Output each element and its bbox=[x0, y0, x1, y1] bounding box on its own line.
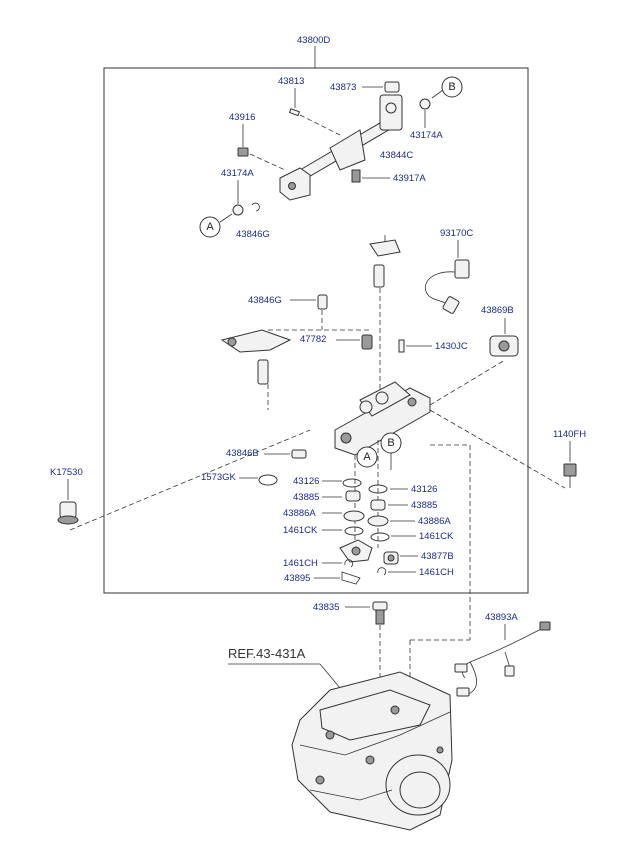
label-43126-right[interactable]: 43126 bbox=[411, 484, 437, 495]
shift-shaft-43844C bbox=[299, 94, 403, 179]
label-1461CH-left[interactable]: 1461CH bbox=[283, 558, 318, 569]
bushing-43174A-left bbox=[232, 204, 244, 216]
detent-43877B bbox=[383, 551, 399, 565]
clip-43873 bbox=[384, 81, 400, 93]
transmission-case bbox=[291, 671, 453, 831]
oring-1573GK bbox=[258, 474, 278, 486]
ring-43126-left bbox=[342, 478, 362, 488]
label-1461CK-left[interactable]: 1461CK bbox=[283, 525, 318, 536]
switch-43869B bbox=[489, 335, 519, 357]
bushing-43174A-top bbox=[419, 98, 431, 110]
ring-43126-right bbox=[368, 484, 388, 494]
washer-43886A-right bbox=[367, 515, 389, 527]
clip-1461CH-right bbox=[377, 567, 387, 576]
seal-43885-left bbox=[345, 490, 361, 502]
label-43126-left[interactable]: 43126 bbox=[293, 476, 319, 487]
label-K17530[interactable]: K17530 bbox=[50, 467, 83, 478]
harness-43893A bbox=[454, 621, 551, 697]
label-43886A-right[interactable]: 43886A bbox=[418, 516, 451, 527]
label-1573GK[interactable]: 1573GK bbox=[201, 472, 237, 483]
label-1430JC[interactable]: 1430JC bbox=[435, 341, 468, 352]
callout-a-mid-text: A bbox=[363, 451, 371, 463]
label-43846G-mid[interactable]: 43846G bbox=[248, 295, 282, 306]
bolt-43917A bbox=[351, 169, 361, 183]
pin-43813 bbox=[288, 108, 301, 117]
label-43885-right[interactable]: 43885 bbox=[411, 500, 437, 511]
clip-1461CH-left bbox=[344, 559, 354, 568]
label-43813[interactable]: 43813 bbox=[278, 76, 304, 87]
label-1461CH-right[interactable]: 1461CH bbox=[419, 567, 454, 578]
label-1461CK-right[interactable]: 1461CK bbox=[419, 531, 454, 542]
label-43895[interactable]: 43895 bbox=[284, 573, 310, 584]
label-43877B[interactable]: 43877B bbox=[421, 551, 454, 562]
label-43844C[interactable]: 43844C bbox=[380, 150, 413, 161]
label-43916[interactable]: 43916 bbox=[229, 112, 255, 123]
clip-1461CK-left bbox=[344, 526, 364, 536]
label-43174A-left[interactable]: 43174A bbox=[221, 168, 254, 179]
plug-43846G-mid bbox=[317, 294, 328, 310]
plate-43895 bbox=[341, 571, 361, 585]
pin-1430JC bbox=[398, 339, 405, 353]
ref-label[interactable]: REF.43-431A bbox=[228, 646, 306, 661]
label-47782[interactable]: 47782 bbox=[300, 334, 326, 345]
sensor-93170C bbox=[424, 259, 470, 314]
damper-K17530 bbox=[57, 501, 79, 525]
callout-a-top-text: A bbox=[206, 221, 214, 233]
label-43174A-top[interactable]: 43174A bbox=[410, 130, 443, 141]
seal-43885-right bbox=[370, 499, 386, 511]
label-1140FH[interactable]: 1140FH bbox=[553, 429, 586, 440]
snap-ring-left bbox=[251, 202, 260, 212]
label-43869B[interactable]: 43869B bbox=[481, 305, 514, 316]
detent-body bbox=[339, 539, 373, 563]
lever-lower bbox=[220, 329, 292, 385]
plug-43835 bbox=[372, 601, 388, 625]
assembly-frame bbox=[103, 67, 529, 594]
bolt-1140FH bbox=[563, 463, 577, 477]
callout-b-mid-text: B bbox=[387, 437, 394, 449]
label-93170C[interactable]: 93170C bbox=[440, 228, 473, 239]
label-43873[interactable]: 43873 bbox=[330, 82, 356, 93]
callout-b-top bbox=[441, 76, 463, 98]
plug-43846B bbox=[291, 449, 307, 459]
washer-43886A-left bbox=[343, 510, 365, 522]
label-43885-left[interactable]: 43885 bbox=[293, 492, 319, 503]
label-43846G-top[interactable]: 43846G bbox=[236, 229, 270, 240]
plug-47782 bbox=[361, 334, 373, 350]
shift-housing bbox=[334, 381, 431, 456]
label-43835[interactable]: 43835 bbox=[313, 602, 339, 613]
label-43800D[interactable]: 43800D bbox=[297, 35, 330, 46]
callout-b-top-text: B bbox=[448, 81, 455, 93]
label-43917A[interactable]: 43917A bbox=[393, 173, 426, 184]
label-43886A-left[interactable]: 43886A bbox=[283, 508, 316, 519]
callout-a-top bbox=[199, 216, 221, 238]
lever-upper bbox=[369, 235, 401, 288]
clip-1461CK-right bbox=[370, 532, 390, 542]
bracket bbox=[279, 167, 311, 201]
bolt-43916 bbox=[237, 147, 249, 157]
label-43846B[interactable]: 43846B bbox=[226, 448, 259, 459]
label-43893A[interactable]: 43893A bbox=[485, 612, 518, 623]
callout-a-mid bbox=[356, 446, 378, 468]
